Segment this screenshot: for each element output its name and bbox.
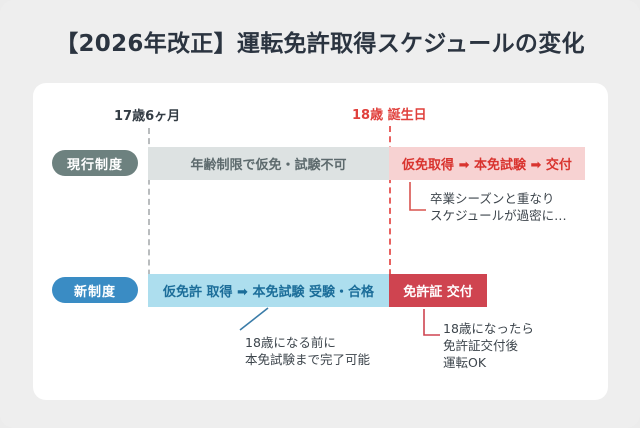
note-current-system: 卒業シーズンと重なり スケジュールが過密に… [430, 190, 567, 224]
bar-new-preparation: 仮免許 取得 ➡ 本免試験 受験・合格 [148, 274, 389, 307]
bar-current-blocked: 年齢制限で仮免・試験不可 [148, 147, 389, 180]
row-badge-current-system: 現行制度 [52, 150, 138, 176]
bar-current-active: 仮免取得 ➡ 本免試験 ➡ 交付 [389, 147, 585, 180]
note-current-line-2: スケジュールが過密に… [430, 208, 567, 223]
row-badge-new-system: 新制度 [52, 277, 138, 303]
note-current-line-1: 卒業シーズンと重なり [430, 191, 555, 206]
note-new-left-line-1: 18歳になる前に [245, 335, 336, 350]
timeline-card [33, 83, 608, 400]
timeline-label-age-18-birthday: 18歳 誕生日 [352, 108, 427, 123]
timeline-marker-age-17-6m [148, 128, 150, 306]
note-new-right-line-3: 運転OK [443, 355, 487, 370]
timeline-label-age-17-6m: 17歳6ヶ月 [114, 109, 181, 124]
bar-new-license-issue: 免許証 交付 [389, 274, 487, 307]
page-title: 【2026年改正】運転免許取得スケジュールの変化 [55, 31, 585, 57]
note-new-right-line-1: 18歳になったら [443, 321, 534, 336]
note-new-left-line-2: 本免試験まで完了可能 [245, 352, 371, 367]
note-new-system-right: 18歳になったら 免許証交付後 運転OK [443, 320, 534, 371]
note-new-system-left: 18歳になる前に 本免試験まで完了可能 [245, 334, 370, 368]
timeline-marker-age-18-birthday [389, 126, 391, 306]
note-new-right-line-2: 免許証交付後 [443, 338, 519, 353]
